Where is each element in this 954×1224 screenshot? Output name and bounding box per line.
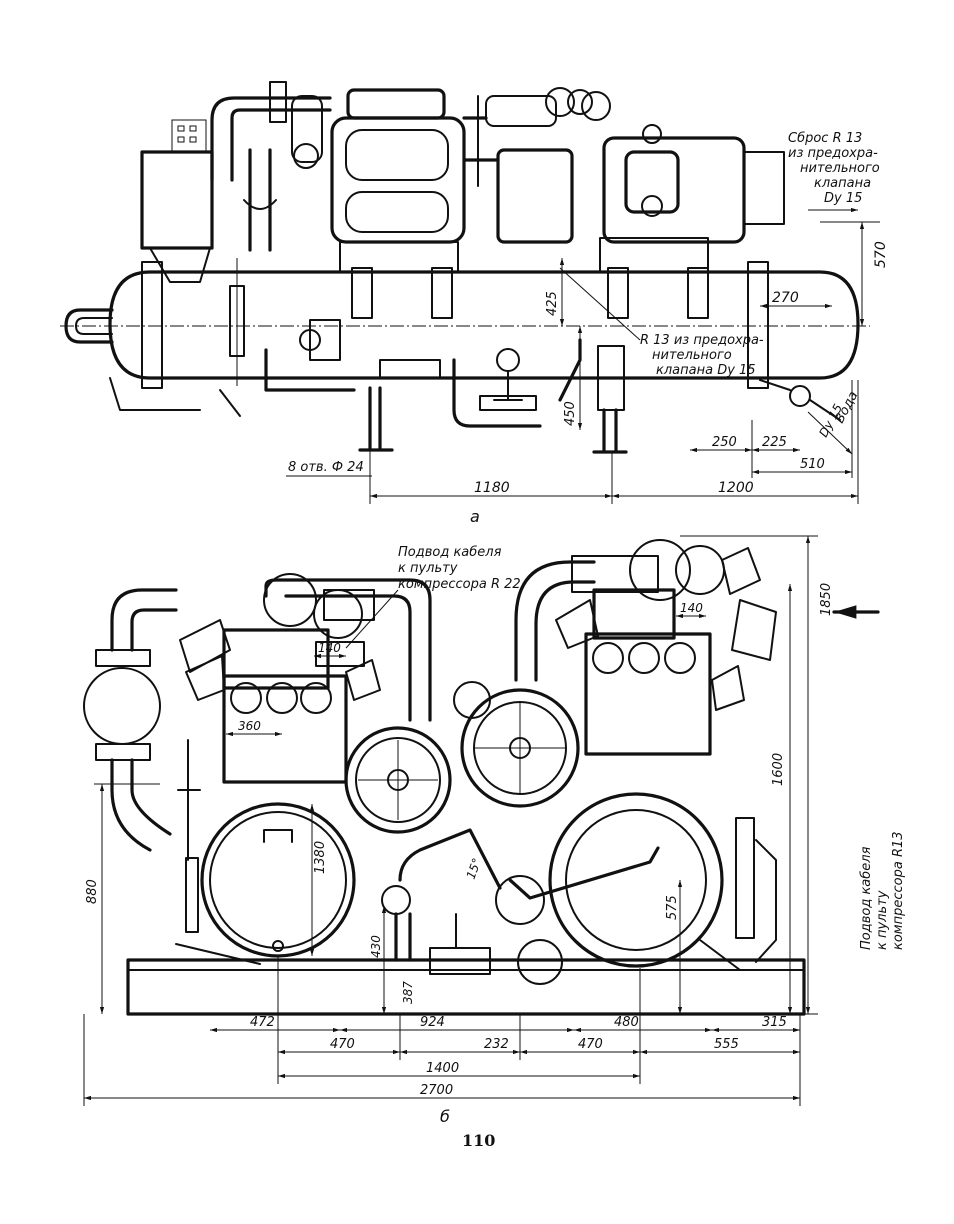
dim-510: 510: [800, 457, 825, 472]
dim-470-right: 470: [578, 1037, 603, 1052]
caption-a: а: [470, 507, 480, 526]
caption-b: б: [440, 1107, 450, 1126]
dim-1850: 1850: [819, 583, 834, 616]
label-relief-r13-mid: R 13 из предохра- нительного клапана Dy …: [640, 333, 768, 378]
label-angle: 15°: [464, 856, 484, 881]
view-b-dimensions: 1850 140 140 360 1600 880 1380 430 387 5…: [83, 535, 834, 1106]
view-b-labels: Подвод кабеля к пульту компрессора R 22 …: [345, 545, 906, 1126]
dim-570: 570: [873, 241, 889, 268]
label-cable-r22: Подвод кабеля к пульту компрессора R 22: [398, 545, 521, 592]
dim-140-left: 140: [318, 641, 341, 655]
dim-1600: 1600: [771, 753, 786, 786]
dim-140-right: 140: [680, 601, 703, 615]
dim-1400: 1400: [426, 1061, 459, 1076]
dim-480: 480: [614, 1015, 639, 1030]
dim-450: 450: [563, 401, 578, 426]
dim-360: 360: [238, 719, 261, 733]
dim-470-left: 470: [330, 1037, 355, 1052]
dim-387: 387: [401, 981, 415, 1004]
dim-250: 250: [712, 435, 737, 450]
dim-232: 232: [484, 1037, 509, 1052]
view-a-drawing: [60, 81, 870, 454]
dim-880: 880: [85, 879, 100, 904]
dim-270: 270: [772, 290, 799, 306]
label-relief-r13-top: Сброс R 13 из предохра- нительного клапа…: [788, 131, 884, 206]
dim-430: 430: [369, 935, 383, 958]
dim-924: 924: [420, 1015, 445, 1030]
label-holes: 8 отв. Ф 24: [288, 460, 364, 475]
dim-225: 225: [762, 435, 787, 450]
label-cable-r13: Подвод кабеля к пульту компрессора R13: [859, 831, 906, 950]
dim-315: 315: [762, 1015, 787, 1030]
dim-1200: 1200: [718, 480, 754, 496]
dim-555: 555: [714, 1037, 739, 1052]
view-a-dimensions: 570 270 425 450 250 225 510 1180 1200 8 …: [286, 221, 889, 504]
dim-1180: 1180: [474, 480, 510, 496]
dim-425: 425: [545, 291, 560, 316]
dim-1380: 1380: [313, 841, 328, 874]
view-b-drawing: [83, 539, 806, 1016]
dim-575: 575: [665, 895, 680, 920]
page-number: 110: [462, 1131, 495, 1150]
dim-2700: 2700: [420, 1083, 453, 1098]
dim-472: 472: [250, 1015, 275, 1030]
